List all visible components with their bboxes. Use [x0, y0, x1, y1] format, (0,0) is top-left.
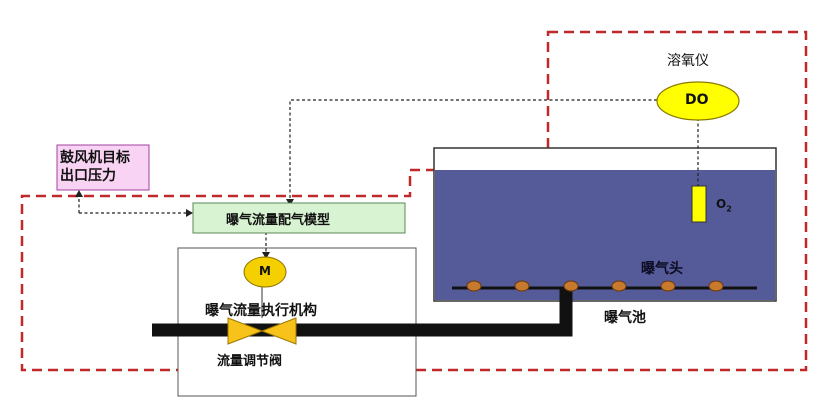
diffuser	[563, 280, 579, 292]
blower-target-line1: 鼓风机目标	[60, 150, 130, 166]
do-meter-label: 溶氧仪	[667, 53, 709, 69]
aeration-tank-label: 曝气池	[604, 310, 646, 326]
blower-target-box	[56, 144, 150, 191]
blower-target-line2: 出口压力	[60, 168, 116, 184]
motor-icon	[243, 256, 287, 288]
model-arrow-right	[186, 209, 193, 217]
model-box	[192, 202, 406, 234]
diffuser	[611, 280, 627, 292]
blower-target-label: 鼓风机目标 出口压力	[60, 149, 130, 185]
diffuser	[466, 280, 482, 292]
do-symbol: DO	[685, 92, 709, 108]
aeration-tank-water	[435, 170, 775, 300]
diffuser	[514, 280, 530, 292]
motor-symbol: M	[259, 264, 271, 278]
o2-probe-icon	[691, 185, 707, 223]
model-label: 曝气流量配气模型	[226, 213, 331, 228]
aerator-head-label: 曝气头	[641, 261, 683, 277]
do-meter-icon	[656, 81, 740, 121]
diffuser	[660, 280, 676, 292]
flow-valve-icon	[227, 317, 297, 345]
motor-arrow-down	[262, 252, 270, 259]
actuator-label: 曝气流量执行机构	[205, 303, 317, 319]
o2-main: O	[716, 197, 727, 211]
diffusers	[466, 280, 724, 292]
do-signal-line	[289, 99, 657, 206]
diffuser	[708, 280, 724, 292]
valve-label: 流量调节阀	[217, 354, 283, 369]
actuator-box	[177, 247, 417, 397]
blower-arrow-up	[75, 190, 83, 197]
o2-sub: 2	[726, 204, 732, 214]
o2-label: O2	[716, 197, 732, 213]
control-boundary	[20, 30, 808, 372]
